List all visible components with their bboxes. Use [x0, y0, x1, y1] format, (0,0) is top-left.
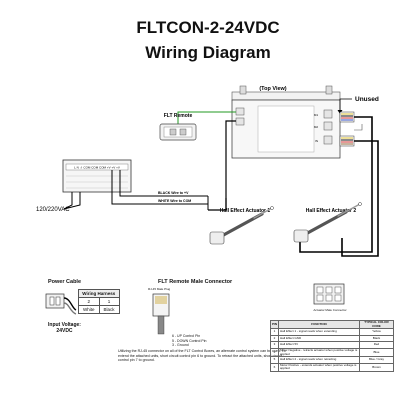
actuator-connector-label: Actuator Male Connector	[313, 308, 347, 312]
unused-arrow	[339, 98, 352, 112]
rj45-plug	[152, 293, 170, 335]
pin-cell: 2	[269, 334, 280, 343]
power-supply: L N ⏚ COM COM COM +V +V +V	[62, 159, 132, 193]
col-color-header: TYPICAL COLOR CODE	[358, 319, 395, 330]
color-cell: Blue / Gray	[358, 356, 395, 364]
pin-cell: 3	[269, 341, 280, 349]
color-cell: Brown	[358, 362, 395, 372]
col-function-header: FUNCTION	[278, 319, 360, 330]
port-in-label: IN	[315, 139, 318, 143]
actuator-connector	[313, 283, 345, 305]
remote-connector-title: FLT Remote Male Connector	[158, 279, 233, 285]
col-pin-header: PIN	[269, 319, 280, 330]
harness-pin: 1	[98, 297, 120, 306]
function-cell: Hall Effect 1 - signal reads when extend…	[278, 328, 360, 336]
white-wire-label: WHITE Wire to COM	[158, 199, 191, 203]
actuator-1-label: Hall Effect Actuator 1	[220, 208, 271, 214]
color-cell: Black	[358, 334, 395, 343]
actuator-plug-1	[339, 111, 355, 123]
rj45-label: RJ-45 Male Plug	[148, 287, 171, 291]
harness-pin: 2	[78, 297, 100, 306]
color-cell: Yellow	[358, 328, 395, 336]
table-row: 2 Hall Effect GND Black	[269, 334, 395, 343]
remote-note: Utilizing the RJ-45 connector on all of …	[118, 349, 286, 363]
top-view-label: (Top View)	[259, 86, 286, 92]
color-cell: Red	[358, 341, 395, 349]
wiring-harness-table: Wiring Harness 2 1 White Black	[78, 289, 120, 314]
harness-color: Black	[98, 305, 120, 314]
power-cable-plug	[45, 293, 77, 315]
harness-color: White	[78, 305, 100, 314]
input-voltage: Input Voltage: 24VDC	[48, 322, 81, 334]
page-subtitle: Wiring Diagram	[145, 43, 271, 62]
page-title: FLTCON-2-24VDC	[136, 18, 280, 37]
pin-up: 6 - UP Control Pin	[172, 334, 201, 338]
table-row: 1 Hall Effect 1 - signal reads when exte…	[269, 328, 395, 336]
actuator-2-label: Hall Effect Actuator 2	[306, 208, 357, 214]
input-voltage-value: 24VDC	[56, 328, 73, 334]
ac-input-label: 120/220VAC	[36, 207, 70, 213]
flt-remote-device	[159, 123, 197, 141]
pin-cell: 5	[269, 356, 280, 364]
function-cell: Hall Effect GND	[278, 334, 360, 343]
control-box: (Top View) M1 M2 IN	[231, 85, 341, 159]
pin-down: 5 - DOWN Control Pin	[172, 338, 207, 343]
unused-label: Unused	[355, 96, 379, 103]
function-cell: Motor Negative - retracts actuator when …	[278, 347, 360, 358]
pin-cell: 6	[269, 362, 280, 372]
pin-cell: 4	[269, 347, 280, 358]
remote-pins-list: 6 - UP Control Pin 5 - DOWN Control Pin …	[172, 334, 206, 348]
black-wire-label: BLACK Wire to +V	[158, 191, 189, 195]
table-row: 4 Motor Negative - retracts actuator whe…	[269, 347, 395, 358]
pin-ground: 3 - Ground	[172, 343, 189, 348]
actuator-1	[209, 206, 274, 245]
color-cell: Blue	[358, 347, 395, 358]
actuator-plug-2	[339, 135, 355, 147]
port-m2-label: M2	[314, 125, 318, 129]
port-m1-label: M1	[314, 113, 318, 117]
input-voltage-label: Input Voltage:	[48, 322, 81, 328]
power-cable-title: Power Cable	[48, 279, 82, 285]
harness-title: Wiring Harness	[78, 289, 120, 298]
function-cell: Motor Positive - extends actuator when p…	[278, 362, 360, 372]
actuator-2	[293, 202, 362, 243]
psu-terminals: L N ⏚ COM COM COM +V +V +V	[74, 165, 120, 170]
pin-cell: 1	[269, 328, 280, 336]
flt-remote-label: FLT Remote	[164, 113, 193, 119]
pin-function-table: PIN FUNCTION TYPICAL COLOR CODE 1 Hall E…	[269, 319, 395, 372]
table-row: 6 Motor Positive - extends actuator when…	[269, 362, 395, 372]
